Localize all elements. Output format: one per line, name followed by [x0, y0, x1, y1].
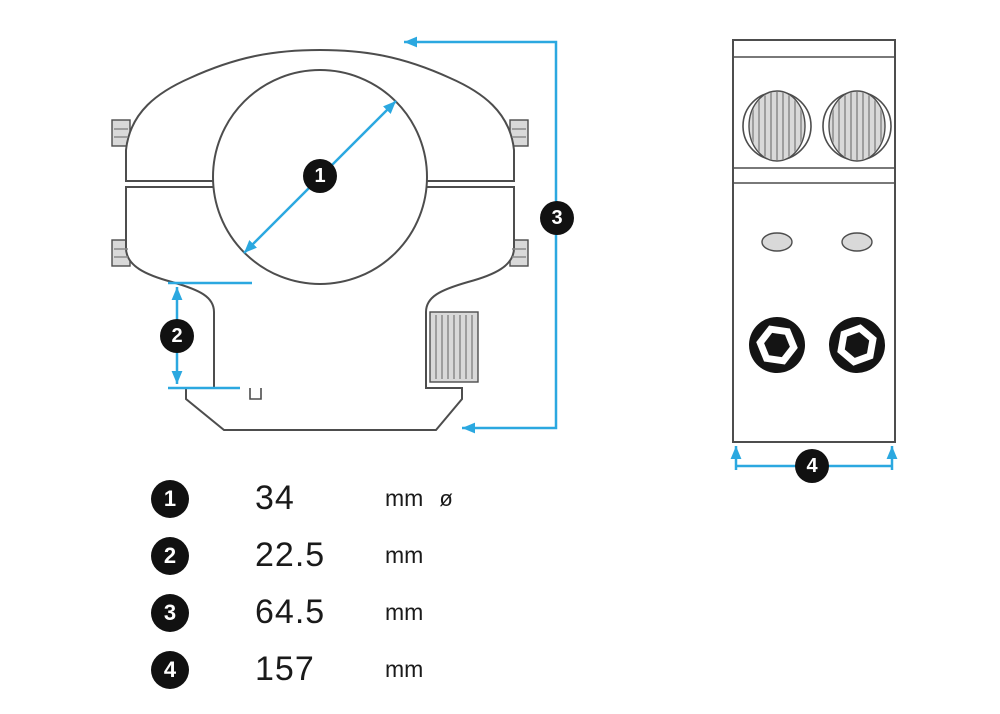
- callout-2-number: 2: [171, 325, 182, 347]
- recoil-notch: [249, 388, 262, 400]
- ear-screw-hatch: [114, 128, 526, 258]
- legend-badge-2: 2: [151, 536, 189, 575]
- callout-badge-4-diagram: 4: [795, 449, 829, 483]
- legend-value-2: 22.5: [255, 536, 326, 574]
- windage-drum: [429, 311, 479, 383]
- legend-value-1: 34: [255, 479, 295, 517]
- front-view: [111, 48, 529, 431]
- legend-value-4: 157: [255, 650, 315, 688]
- callout-badge-3-diagram: 3: [540, 201, 574, 235]
- legend-badge-3: 3: [151, 593, 189, 632]
- legend-row-4: 4 157 mm: [151, 641, 581, 698]
- mid-band-lines: [733, 167, 895, 184]
- dimension-legend: 1 34 mm ø 2 22.5 mm 3 64.5 mm 4 157 mm: [151, 470, 581, 698]
- legend-unit-2: mm: [385, 542, 424, 568]
- dimension-4-length: 4: [730, 446, 898, 483]
- legend-badge-4: 4: [151, 650, 189, 689]
- dimension-2-height: 2: [160, 281, 252, 390]
- callout-1-number: 1: [314, 165, 325, 187]
- slot-ovals: [761, 232, 873, 252]
- callout-4-number: 4: [806, 455, 818, 477]
- hex-screw-left: [749, 317, 805, 373]
- hex-screw-right: [829, 317, 885, 373]
- legend-badge-1: 1: [151, 479, 189, 518]
- top-view: [732, 39, 896, 443]
- adjustment-screw-right: [822, 90, 892, 162]
- callout-badge-1-diagram: 1: [303, 159, 337, 193]
- legend-row-3: 3 64.5 mm: [151, 584, 581, 641]
- legend-unit-3: mm: [385, 599, 424, 625]
- diameter-symbol: ø: [439, 485, 453, 511]
- legend-unit-1: mm: [385, 485, 424, 511]
- legend-unit-4: mm: [385, 656, 424, 682]
- adjustment-screw-left: [742, 90, 812, 162]
- callout-3-number: 3: [551, 207, 562, 229]
- callout-badge-2-diagram: 2: [160, 319, 194, 353]
- legend-value-3: 64.5: [255, 593, 326, 631]
- legend-row-1: 1 34 mm ø: [151, 470, 581, 527]
- legend-row-2: 2 22.5 mm: [151, 527, 581, 584]
- dimension-3-overall-height: 3: [404, 36, 574, 434]
- dimension-1-diameter: 1: [243, 100, 397, 254]
